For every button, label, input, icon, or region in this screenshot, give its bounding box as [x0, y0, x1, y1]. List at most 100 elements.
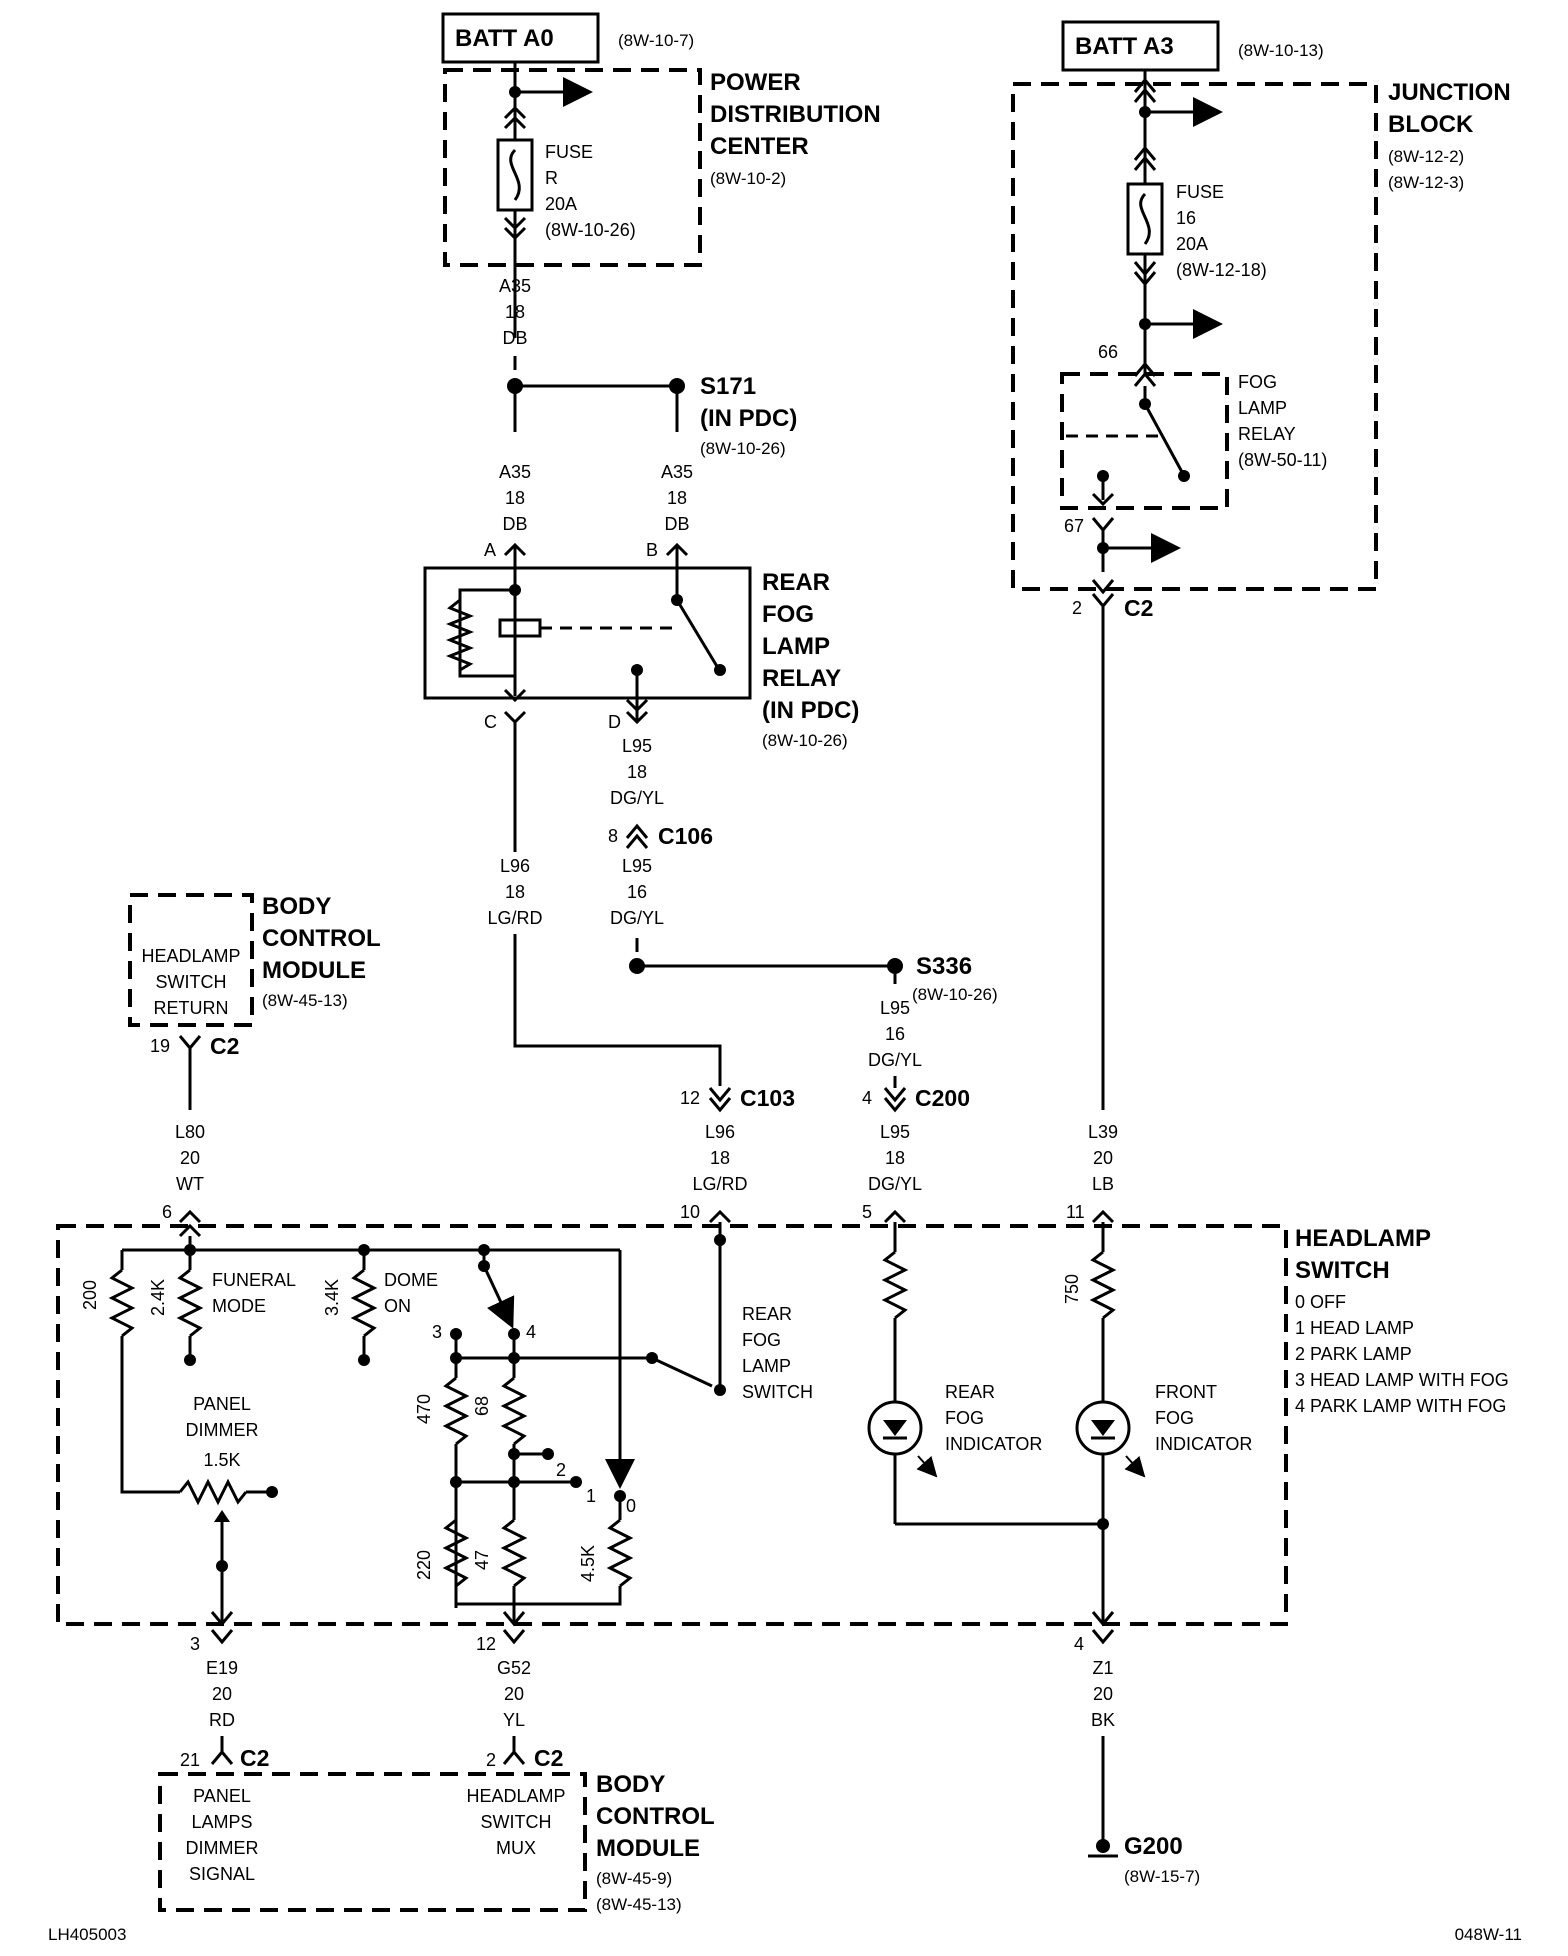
- label-text: 19: [150, 1036, 170, 1056]
- label-text: C2: [1124, 595, 1153, 621]
- label-text: MODE: [212, 1296, 266, 1316]
- batt-a0-box: BATT A0 (8W-10-7): [441, 12, 694, 64]
- label-text: 3: [432, 1322, 442, 1342]
- label-text: 47: [472, 1550, 492, 1570]
- label-text: 200: [80, 1280, 100, 1310]
- label-text: RETURN: [154, 998, 229, 1018]
- label-text: MODULE: [262, 957, 366, 984]
- label-text: 4.5K: [578, 1545, 598, 1582]
- wire-l96-c: L96 18 LG/RD: [487, 856, 542, 928]
- connector-c103: 12 C103: [680, 1085, 795, 1113]
- label-text: BK: [1091, 1710, 1115, 1730]
- power-distribution-center: POWER DISTRIBUTION CENTER (8W-10-2): [443, 68, 881, 267]
- wire-l95-s336: L95 16 DG/YL: [868, 998, 922, 1070]
- wire-a35-top: A35 18 DB: [499, 276, 531, 348]
- label-text: 3: [190, 1634, 200, 1654]
- label-text: DG/YL: [868, 1050, 922, 1070]
- label-text: A35: [499, 462, 531, 482]
- label-text: (8W-10-2): [710, 169, 786, 188]
- label-text: FUSE: [545, 142, 593, 162]
- label-text: 20: [1093, 1684, 1113, 1704]
- label-text: 11: [1066, 1202, 1085, 1222]
- label-text: CONTROL: [262, 925, 381, 952]
- label-text: DG/YL: [868, 1174, 922, 1194]
- label-text: S336: [916, 953, 972, 980]
- label-text: LAMP: [742, 1356, 791, 1376]
- wire-l95-c106: L95 16 DG/YL: [610, 856, 664, 928]
- label-text: LAMP: [762, 633, 830, 660]
- wire-l80: L80 20 WT: [175, 1122, 205, 1194]
- label-text: C200: [915, 1085, 970, 1111]
- label-text: RD: [209, 1710, 235, 1730]
- label-text: 2: [1072, 598, 1082, 618]
- label-text: (8W-10-26): [545, 220, 636, 240]
- label-text: HEADLAMP: [141, 946, 240, 966]
- label-text: (8W-45-9): [596, 1869, 672, 1888]
- label-text: SWITCH: [481, 1812, 552, 1832]
- label-text: (8W-12-18): [1176, 260, 1267, 280]
- label-text: DIMMER: [186, 1838, 259, 1858]
- label-text: WT: [176, 1174, 204, 1194]
- label-text: CENTER: [710, 133, 809, 160]
- label-text: SIGNAL: [189, 1864, 255, 1884]
- label-text: 20: [180, 1148, 200, 1168]
- label-text: 16: [627, 882, 647, 902]
- label-text: L96: [705, 1122, 735, 1142]
- label-text: C2: [240, 1745, 269, 1771]
- label-text: FOG: [762, 601, 814, 628]
- label-text: 18: [627, 762, 647, 782]
- label-text: BATT A3: [1075, 33, 1174, 60]
- label-text: 3.4K: [322, 1279, 342, 1316]
- label-text: 16: [1176, 208, 1196, 228]
- label-text: LG/RD: [487, 908, 542, 928]
- connector-c200: 4 C200: [862, 1076, 970, 1113]
- wire-e19: E19 20 RD: [206, 1658, 238, 1730]
- label-text: HEADLAMP: [466, 1786, 565, 1806]
- label-text: DB: [502, 328, 527, 348]
- label-text: 1 HEAD LAMP: [1295, 1318, 1414, 1338]
- batt-a0-label: BATT A0: [455, 25, 554, 52]
- label-text: (8W-12-2): [1388, 147, 1464, 166]
- label-text: MUX: [496, 1838, 536, 1858]
- label-text: LB: [1092, 1174, 1114, 1194]
- label-text: 2: [556, 1460, 566, 1480]
- label-text: S171: [700, 373, 756, 400]
- label-text: 0: [626, 1496, 636, 1516]
- label-text: DB: [502, 514, 527, 534]
- label-text: REAR: [762, 569, 830, 596]
- label-text: CONTROL: [596, 1803, 715, 1830]
- label-text: DG/YL: [610, 908, 664, 928]
- label-text: 10: [680, 1202, 700, 1222]
- label-text: 8: [608, 826, 618, 846]
- label-text: C2: [534, 1745, 563, 1771]
- label-text: 2: [486, 1750, 496, 1770]
- label-text: SWITCH: [156, 972, 227, 992]
- label-text: DB: [664, 514, 689, 534]
- wire-l95-d: L95 18 DG/YL: [610, 736, 664, 808]
- label-text: E19: [206, 1658, 238, 1678]
- label-text: ON: [384, 1296, 411, 1316]
- label-text: C103: [740, 1085, 795, 1111]
- label-text: 18: [885, 1148, 905, 1168]
- label-text: BODY: [262, 893, 331, 920]
- headlamp-switch: HEADLAMP SWITCH 0 OFF 1 HEAD LAMP 2 PARK…: [56, 1202, 1509, 1654]
- label-text: 20: [504, 1684, 524, 1704]
- label-text: JUNCTION: [1388, 79, 1511, 106]
- label-text: 18: [710, 1148, 730, 1168]
- label-text: L80: [175, 1122, 205, 1142]
- label-text: 470: [414, 1394, 434, 1424]
- label-text: 18: [667, 488, 687, 508]
- wire-l39: L39 20 LB: [1088, 1122, 1118, 1194]
- label-text: LAMP: [1238, 398, 1287, 418]
- label-text: MODULE: [596, 1835, 700, 1862]
- label-text: 750: [1062, 1274, 1082, 1304]
- label-text: G52: [497, 1658, 531, 1678]
- batt-a3-box: BATT A3 (8W-10-13): [1061, 20, 1324, 72]
- label-text: FOG: [945, 1408, 984, 1428]
- label-text: 18: [505, 488, 525, 508]
- label-text: 4 PARK LAMP WITH FOG: [1295, 1396, 1506, 1416]
- label-text: PANEL: [193, 1786, 251, 1806]
- label-text: PANEL: [193, 1394, 251, 1414]
- label-text: (8W-10-26): [762, 731, 848, 750]
